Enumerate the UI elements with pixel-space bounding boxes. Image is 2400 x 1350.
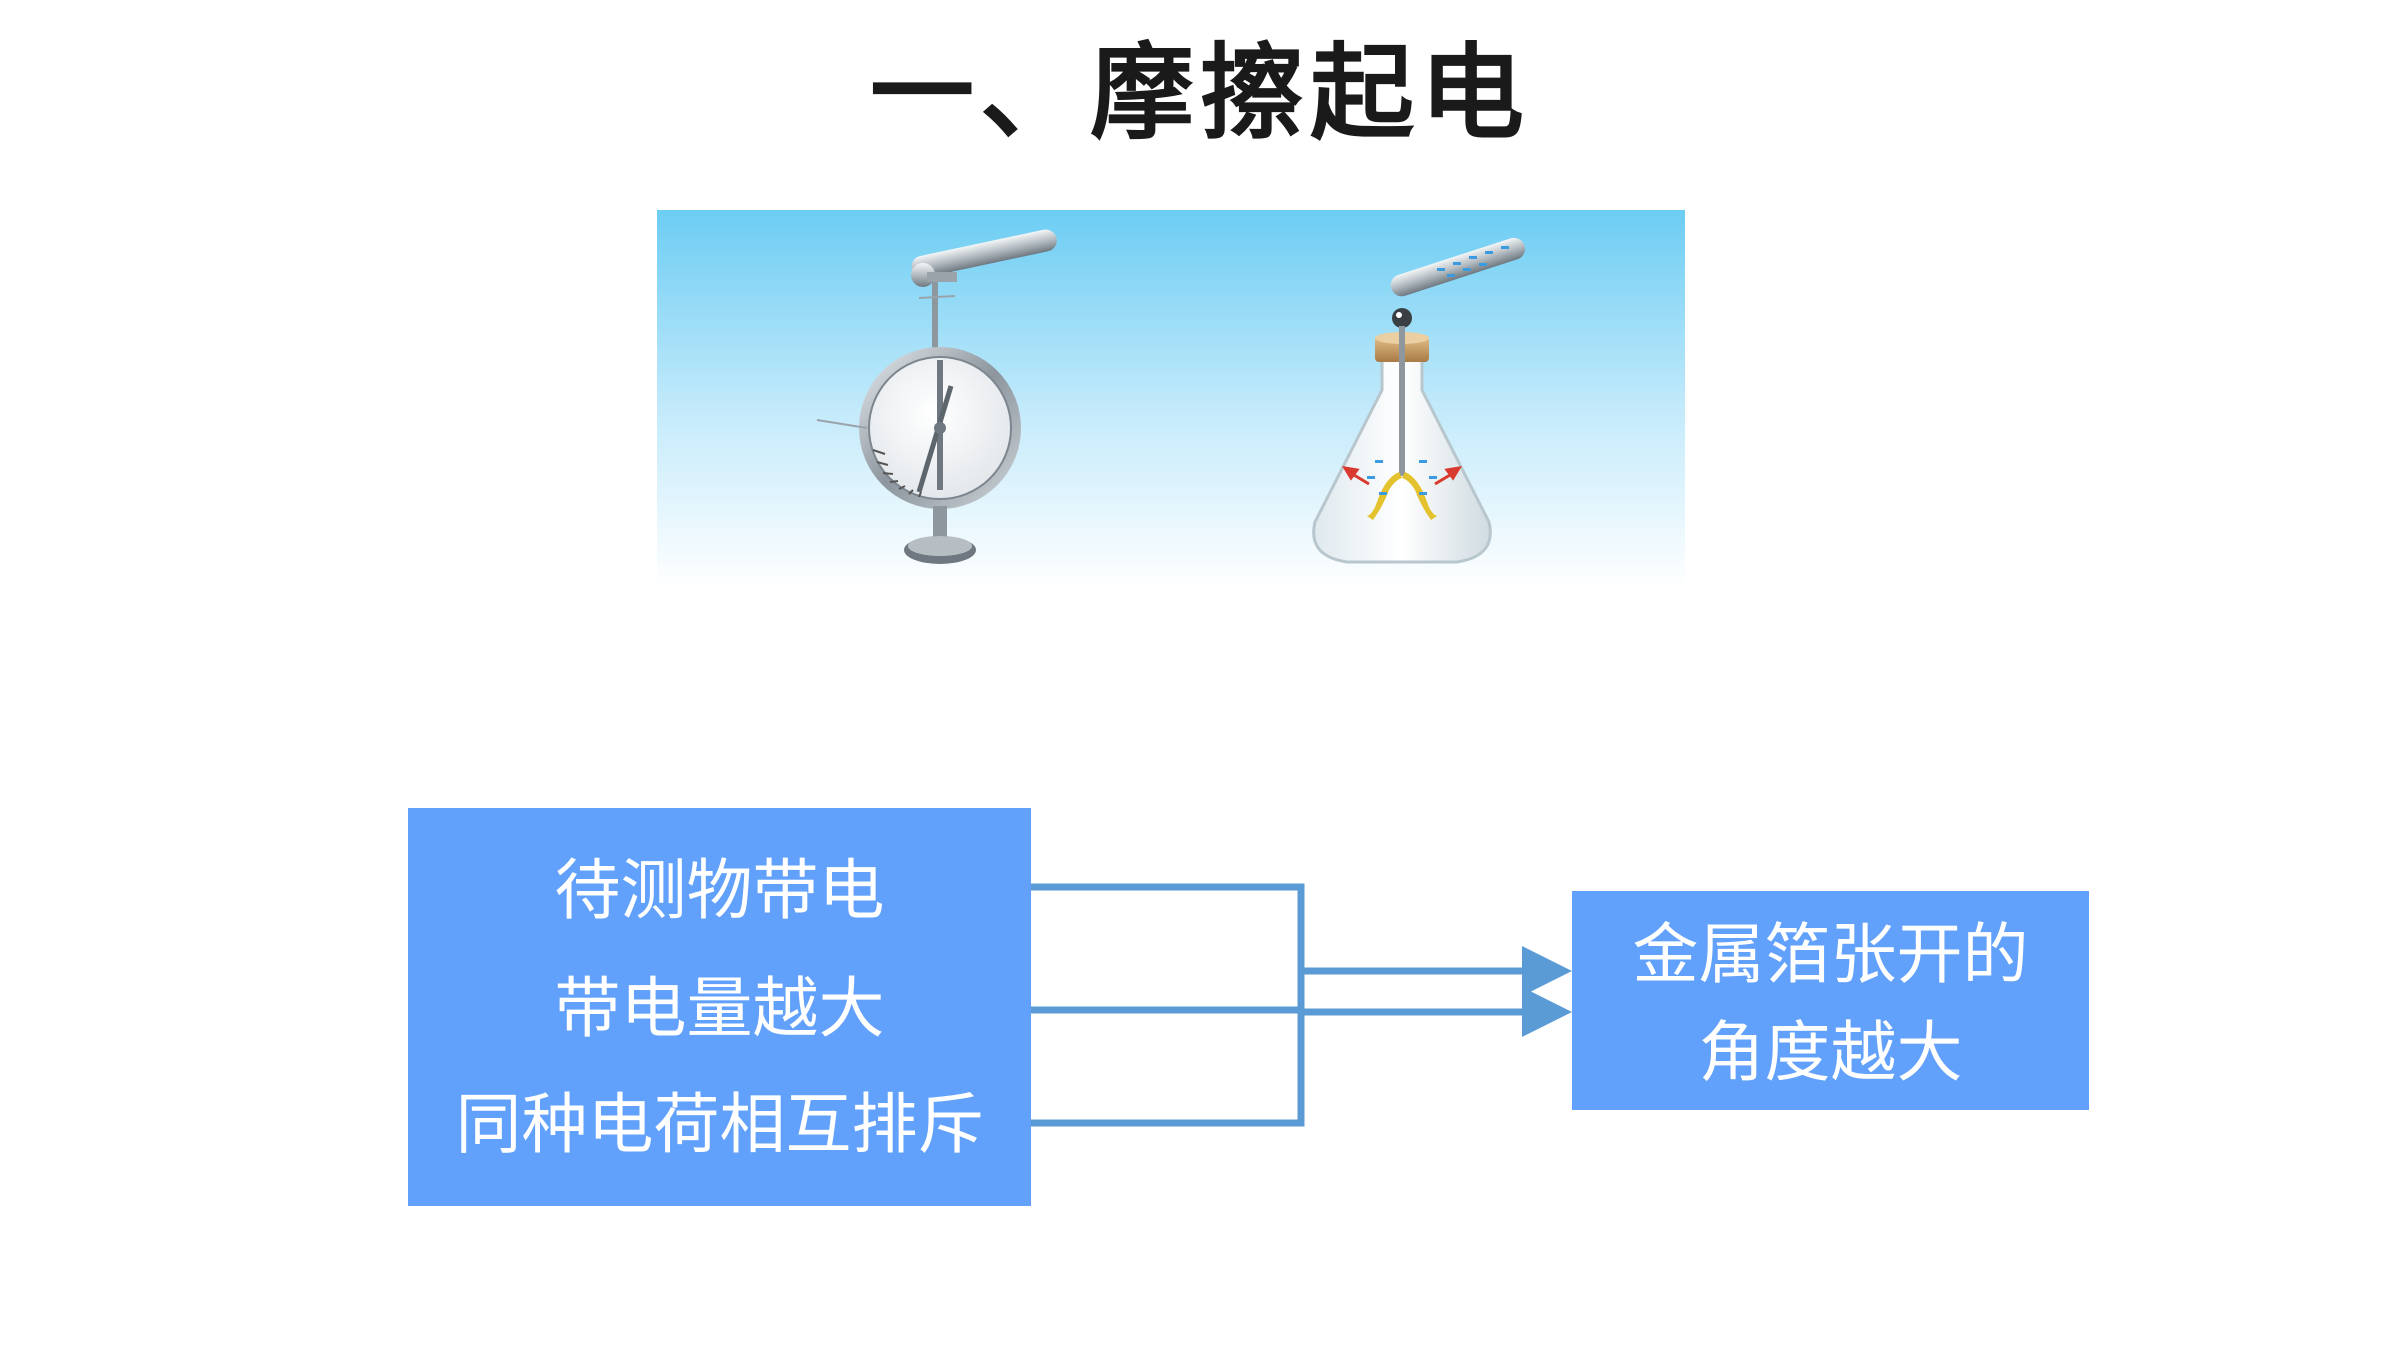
charged-rod-icon <box>911 229 1057 278</box>
bracket-line <box>1031 883 1305 1127</box>
foil-electroscope-flask-icon <box>1312 237 1526 564</box>
cause-line-more-charge: 带电量越大 <box>554 970 885 1047</box>
arrow-head-lower <box>1522 987 1572 1037</box>
electroscope-illustration <box>657 210 1685 588</box>
page-title: 一、摩擦起电 <box>869 32 1530 154</box>
cause-line-like-charges-repel: 同种电荷相互排斥 <box>455 1086 984 1163</box>
arrow-head-upper <box>1522 946 1572 996</box>
cause-box: 待测物带电 带电量越大 同种电荷相互排斥 <box>408 808 1031 1206</box>
result-line-larger-angle: 角度越大 <box>1698 1014 1963 1091</box>
result-line-foil-opens: 金属箔张开的 <box>1632 916 2029 993</box>
cause-line-charged: 待测物带电 <box>554 852 885 929</box>
result-box: 金属箔张开的 角度越大 <box>1572 891 2089 1110</box>
electroscope-dial-icon <box>816 229 1057 564</box>
